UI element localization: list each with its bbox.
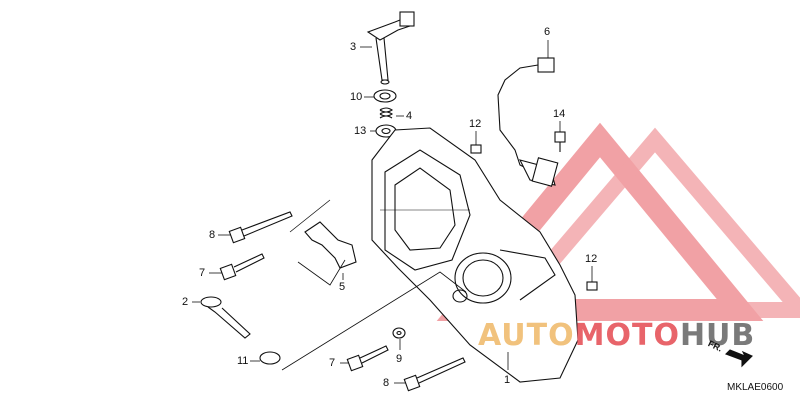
front-arrow-icon: [725, 349, 753, 368]
callout-10: 10: [350, 91, 363, 103]
callout-5: 5: [339, 281, 346, 293]
part-14-bolt[interactable]: [554, 131, 566, 152]
callout-7-upper: 7: [199, 267, 206, 279]
part-4-spring[interactable]: [379, 107, 393, 119]
callout-2: 2: [182, 296, 189, 308]
callout-6: 6: [544, 26, 551, 38]
part-10-oil-seal[interactable]: [373, 89, 397, 103]
part-11-o-ring[interactable]: [259, 351, 281, 365]
part-8-bolt-upper[interactable]: [228, 211, 293, 244]
part-1-right-crankcase-cover[interactable]: [371, 127, 579, 383]
part-5-bracket[interactable]: [304, 221, 357, 269]
part-8-bolt-lower[interactable]: [403, 357, 466, 392]
callout-9: 9: [396, 353, 403, 365]
callout-11: 11: [237, 355, 249, 367]
callout-4: 4: [406, 110, 413, 122]
callout-7-lower: 7: [329, 357, 336, 369]
callout-1: 1: [504, 374, 511, 386]
part-9-washer[interactable]: [392, 327, 406, 339]
part-6-sensor[interactable]: [497, 57, 559, 187]
diagram-code: MKLAE0600: [727, 382, 784, 393]
callout-8-lower: 8: [383, 377, 390, 389]
callout-8-upper: 8: [209, 229, 216, 241]
watermark-text: AUTOMOTOHUB: [478, 318, 756, 353]
callout-12-upper: 12: [469, 118, 482, 130]
part-7-bolt-lower[interactable]: [346, 345, 389, 372]
callout-12-lower: 12: [585, 253, 598, 265]
callout-13: 13: [354, 125, 367, 137]
callout-3: 3: [350, 41, 357, 53]
part-7-bolt-upper[interactable]: [219, 253, 265, 281]
callout-14: 14: [553, 108, 566, 120]
part-2-oil-filler-cap[interactable]: [200, 296, 251, 339]
part-3-shift-arm[interactable]: [366, 11, 415, 85]
